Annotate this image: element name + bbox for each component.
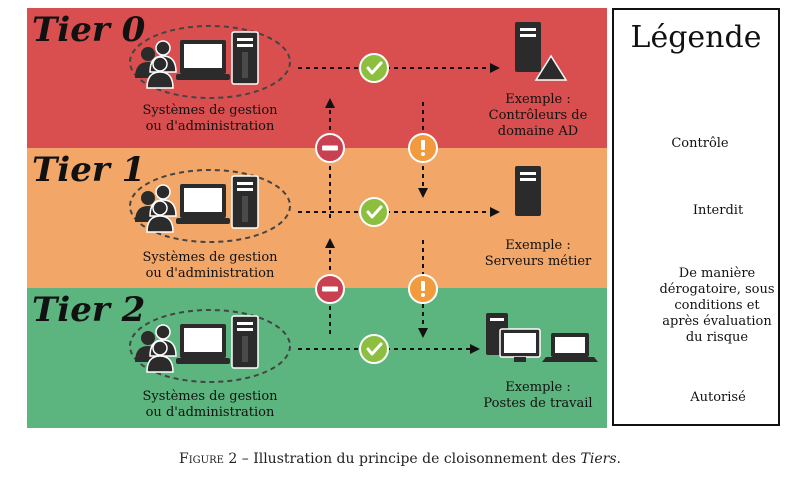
tier-0-band	[27, 8, 607, 148]
caption-end: .	[616, 451, 621, 467]
allowed-icon-tier0	[358, 52, 390, 84]
forbidden-icon-1-to-0	[315, 133, 345, 163]
legend-control-label: Contrôle	[671, 136, 729, 151]
legend-box: Légende	[612, 8, 780, 426]
workstations-icon	[486, 313, 598, 362]
caption-text: – Illustration du principe de cloisonnem…	[237, 451, 581, 467]
exception-icon-1-to-2	[408, 274, 438, 304]
tier-0-title: Tier 0	[32, 10, 146, 50]
tier-1-example-label: Exemple :Serveurs métier	[484, 238, 592, 269]
legend-allowed-label: Autorisé	[690, 390, 746, 405]
figure-number: Figure 2	[179, 451, 238, 467]
tier-2-example-label: Exemple :Postes de travail	[483, 380, 593, 411]
legend-forbidden-label: Interdit	[692, 203, 744, 218]
forbidden-icon-2-to-1	[315, 274, 345, 304]
admin-systems-icon-tier2	[129, 309, 291, 383]
figure-caption: Figure 2 – Illustration du principe de c…	[0, 451, 800, 467]
admin-systems-icon-tier1	[129, 169, 291, 243]
tier-1-title: Tier 1	[32, 150, 146, 190]
legend-exception-label: De manière dérogatoire, sous conditions …	[659, 266, 775, 345]
allowed-icon-tier2	[358, 333, 390, 365]
exception-icon-0-to-1	[408, 133, 438, 163]
allowed-icon-tier1	[358, 196, 390, 228]
domain-controller-icon	[515, 22, 568, 81]
admin-systems-icon-tier0	[129, 25, 291, 99]
business-server-icon	[515, 166, 541, 216]
legend-title: Légende	[630, 20, 762, 55]
tier-2-title: Tier 2	[32, 290, 146, 330]
tier-1-band	[27, 148, 607, 288]
tier-2-band	[27, 288, 607, 428]
caption-emphasis: Tiers	[580, 451, 617, 467]
